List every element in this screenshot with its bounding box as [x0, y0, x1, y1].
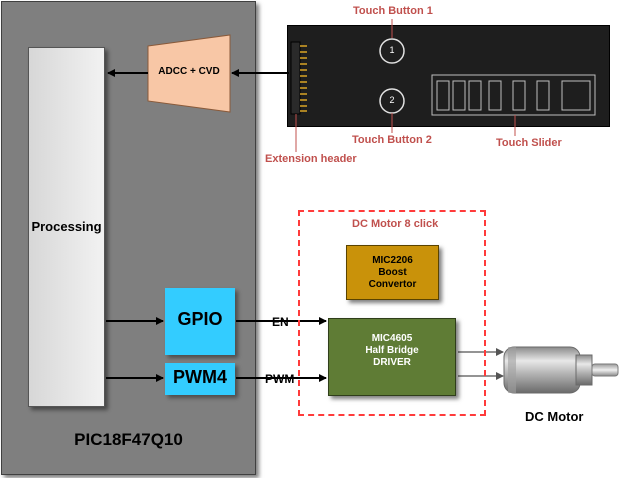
- pwm-signal-label: PWM: [265, 372, 295, 386]
- boost-converter-label: MIC2206 Boost Convertor: [346, 255, 439, 291]
- boost-line-3: Convertor: [368, 279, 417, 290]
- dc-motor-icon: [503, 346, 619, 394]
- pwm4-block: [165, 363, 235, 395]
- adc-block: [147, 34, 231, 113]
- motor-lead-arrow-1: [496, 348, 504, 356]
- motor-lead-arrow-2: [496, 372, 504, 380]
- extension-header-label: Extension header: [265, 153, 357, 165]
- processing-label: Processing: [31, 219, 102, 234]
- slider-segments-icon: [436, 80, 591, 111]
- touch-button-2-number: 2: [389, 95, 395, 105]
- extension-header-icon: [290, 41, 301, 115]
- boost-converter-block: [346, 245, 439, 300]
- header-pins-icon: [300, 45, 307, 112]
- dc-motor-label: DC Motor: [525, 409, 584, 424]
- touch-button-2-label: Touch Button 2: [352, 134, 432, 146]
- touch-button-1-label: Touch Button 1: [353, 5, 433, 17]
- driver-to-motor-lines: [458, 351, 503, 377]
- adc-label: ADCC + CVD: [158, 66, 220, 77]
- en-signal-label: EN: [272, 315, 289, 329]
- touch-slider-label: Touch Slider: [496, 137, 562, 149]
- dc-motor-8-click-boundary: [298, 210, 486, 416]
- touch-button-1-number: 1: [389, 45, 395, 55]
- gpio-label: GPIO: [177, 309, 223, 329]
- gpio-block: [165, 288, 235, 355]
- boost-line-1: MIC2206: [372, 255, 413, 266]
- half-bridge-driver-block: [328, 318, 456, 396]
- touch-button-1-icon: [379, 38, 405, 64]
- driver-line-2: Half Bridge: [365, 345, 419, 356]
- touch-slider-icon: [431, 74, 596, 116]
- boost-line-2: Boost: [378, 267, 407, 278]
- click-title: DC Motor 8 click: [352, 218, 439, 230]
- half-bridge-driver-label: MIC4605 Half Bridge DRIVER: [328, 333, 456, 369]
- pwm4-label: PWM4: [173, 367, 227, 387]
- driver-line-1: MIC4605: [371, 333, 413, 344]
- board-title: QT7 Xplained Pro extension board: [425, 9, 589, 20]
- driver-line-3: DRIVER: [373, 357, 411, 368]
- mcu-label: PIC18F47Q10: [74, 430, 183, 449]
- processing-block: [28, 47, 105, 407]
